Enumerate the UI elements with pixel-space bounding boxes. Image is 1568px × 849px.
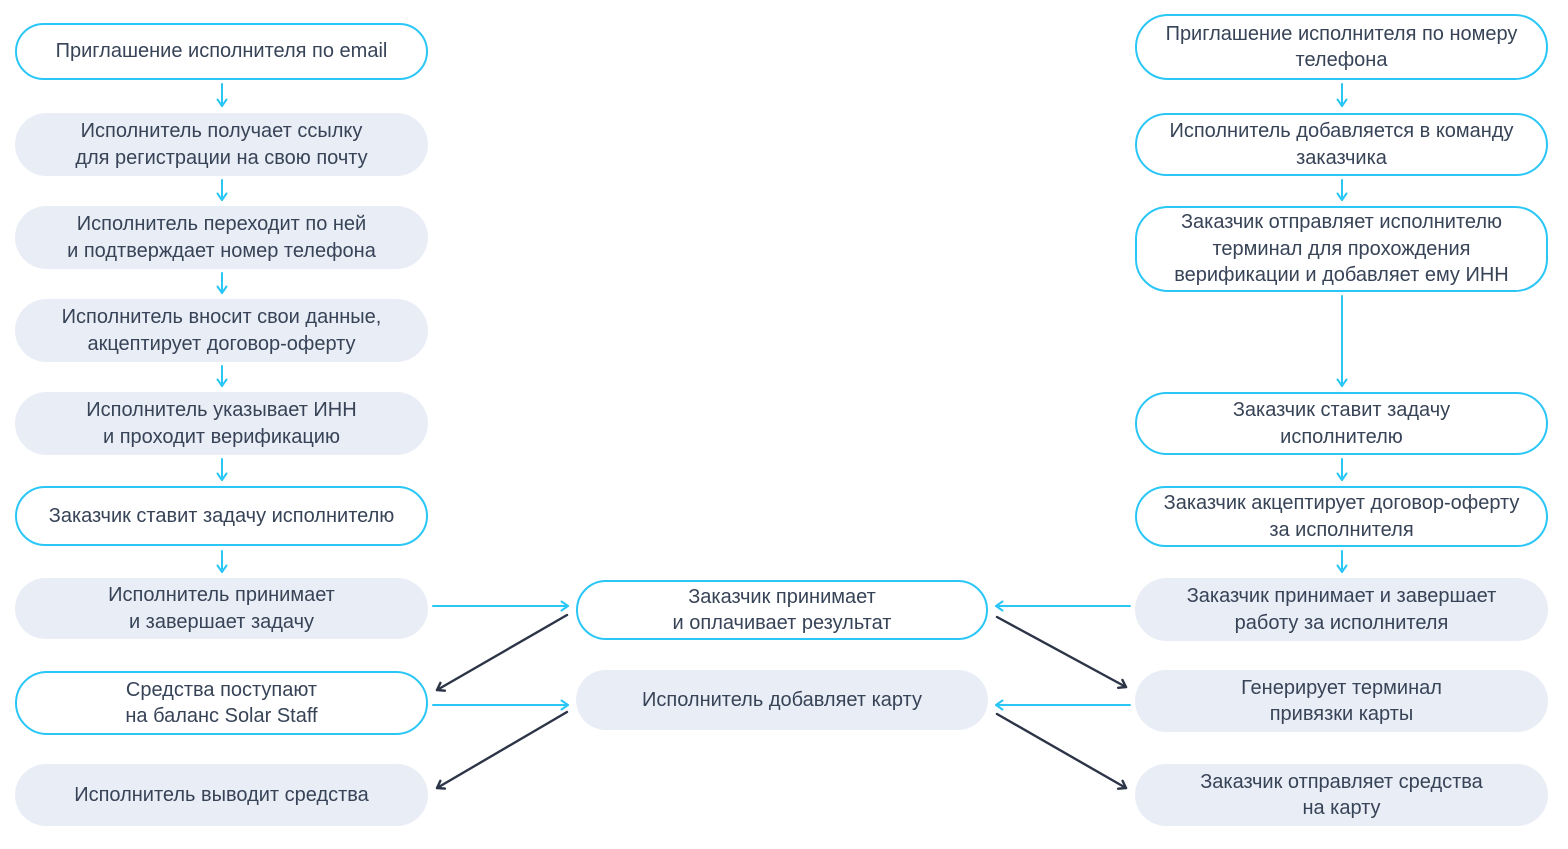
- flow-step-customer-sets-task-2: Заказчик ставит задачу исполнителю: [1135, 392, 1548, 455]
- flow-step-label: Заказчик принимает и завершает работу за…: [1186, 585, 1497, 634]
- flow-step-customer-completes-work: Заказчик принимает и завершает работу за…: [1135, 578, 1548, 641]
- flow-step-invite-email: Приглашение исполнителя по email: [15, 23, 428, 80]
- flow-step-executor-completes-task: Исполнитель принимает и завершает задачу: [15, 578, 428, 639]
- flow-step-invite-phone: Приглашение исполнителя по номеру телефо…: [1135, 14, 1548, 80]
- flow-step-label: Исполнитель вносит свои данные, акцептир…: [61, 306, 382, 355]
- flow-step-funds-to-balance: Средства поступают на баланс Solar Staff: [15, 671, 428, 735]
- flow-step-label: Заказчик отправляет исполнителю терминал…: [1174, 211, 1509, 287]
- flow-step-executor-gets-link: Исполнитель получает ссылку для регистра…: [15, 113, 428, 176]
- flow-step-label: Исполнитель добавляется в команду заказч…: [1169, 120, 1514, 169]
- arrow-card-to-withdraw: [435, 710, 569, 790]
- flow-step-customer-sends-terminal: Заказчик отправляет исполнителю терминал…: [1135, 206, 1548, 292]
- flow-step-label: Исполнитель выводит средства: [74, 783, 369, 806]
- flow-step-label: Средства поступают на баланс Solar Staff: [125, 678, 318, 727]
- flow-step-executor-follows-link: Исполнитель переходит по ней и подтвержд…: [15, 206, 428, 269]
- arrow-payment-to-terminal: [995, 615, 1128, 690]
- flow-step-label: Генерирует терминал привязки карты: [1241, 676, 1442, 725]
- flow-step-customer-pays-result: Заказчик принимает и оплачивает результа…: [576, 580, 988, 640]
- arrow-payment-to-balance: [435, 613, 569, 692]
- flow-step-executor-inn-verification: Исполнитель указывает ИНН и проходит вер…: [15, 392, 428, 455]
- flow-step-executor-withdraws: Исполнитель выводит средства: [15, 764, 428, 826]
- flow-step-label: Заказчик ставит задачу исполнителю: [48, 504, 395, 527]
- flow-step-executor-adds-card: Исполнитель добавляет карту: [576, 670, 988, 730]
- flow-step-executor-added-to-team: Исполнитель добавляется в команду заказч…: [1135, 113, 1548, 176]
- flow-step-customer-sends-funds: Заказчик отправляет средства на карту: [1135, 764, 1548, 826]
- arrow-card-to-sendfunds: [995, 712, 1128, 790]
- flow-step-label: Заказчик акцептирует договор-оферту за и…: [1163, 492, 1520, 541]
- flow-step-label: Заказчик ставит задачу исполнителю: [1232, 399, 1451, 448]
- flow-step-customer-accepts-offer: Заказчик акцептирует договор-оферту за и…: [1135, 486, 1548, 547]
- flow-step-label: Исполнитель добавляет карту: [642, 688, 922, 711]
- flow-step-generates-card-terminal: Генерирует терминал привязки карты: [1135, 670, 1548, 732]
- flow-step-executor-enters-data: Исполнитель вносит свои данные, акцептир…: [15, 299, 428, 362]
- flow-step-label: Исполнитель переходит по ней и подтвержд…: [67, 213, 376, 262]
- flow-step-label: Исполнитель получает ссылку для регистра…: [75, 120, 368, 169]
- flow-step-label: Заказчик принимает и оплачивает результа…: [672, 585, 892, 634]
- flow-step-label: Исполнитель принимает и завершает задачу: [108, 584, 335, 633]
- flow-step-customer-sets-task: Заказчик ставит задачу исполнителю: [15, 486, 428, 546]
- flow-step-label: Исполнитель указывает ИНН и проходит вер…: [86, 399, 357, 448]
- flow-step-label: Приглашение исполнителя по номеру телефо…: [1165, 22, 1518, 71]
- flow-step-label: Заказчик отправляет средства на карту: [1200, 770, 1483, 819]
- flow-step-label: Приглашение исполнителя по email: [55, 40, 388, 63]
